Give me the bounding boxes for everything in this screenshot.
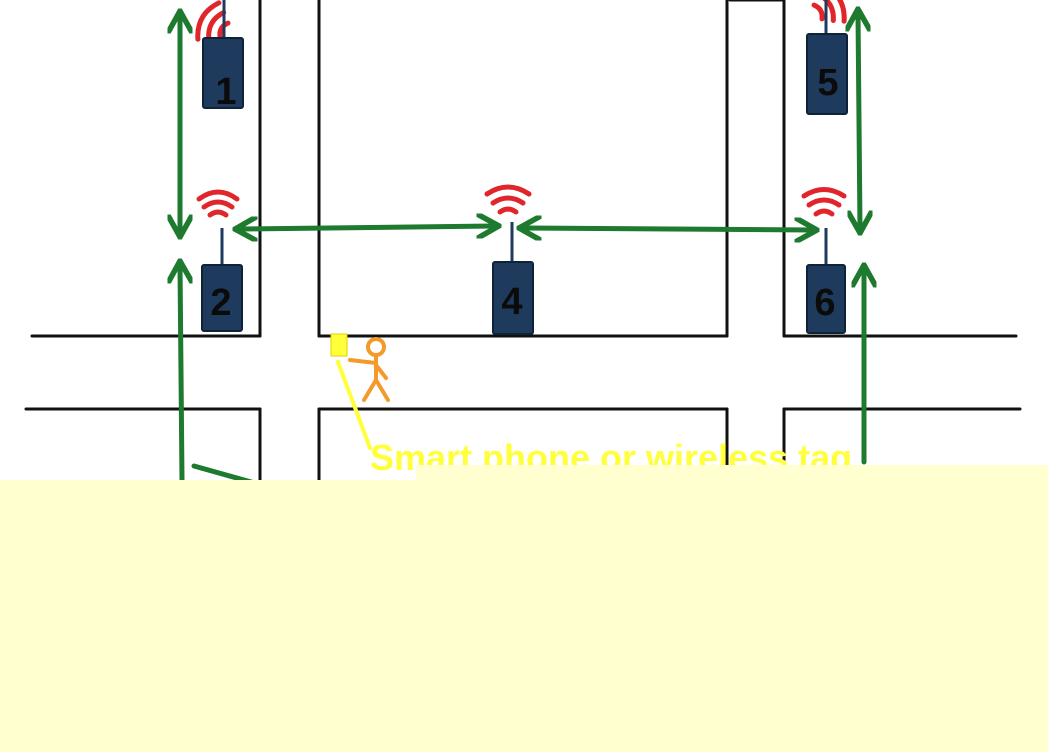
wireless-signal-icon xyxy=(195,0,231,42)
device-node-1: 1 xyxy=(202,37,244,113)
link-arrow-4-6 xyxy=(524,228,812,230)
connection-arrows xyxy=(180,14,864,487)
node-label: 1 xyxy=(215,71,236,113)
node-label: 4 xyxy=(501,281,522,323)
node-label: 2 xyxy=(210,282,231,324)
link-arrow-2-4 xyxy=(240,226,494,229)
device-node-4: 4 xyxy=(492,261,534,335)
wireless-signals xyxy=(195,0,847,218)
overlay-panel xyxy=(0,480,1048,752)
link-arrow-5-6 xyxy=(858,14,860,228)
device-node-2: 2 xyxy=(201,264,243,332)
node-label: 5 xyxy=(817,62,838,104)
device-node-6: 6 xyxy=(806,264,846,334)
wireless-signal-icon xyxy=(811,0,847,24)
phone-icon xyxy=(330,333,348,357)
pointer-line xyxy=(336,360,372,450)
device-node-5: 5 xyxy=(806,33,848,115)
wireless-signal-icon xyxy=(196,189,240,218)
street-map xyxy=(24,0,1022,482)
wireless-signal-icon xyxy=(801,187,847,217)
wireless-signal-icon xyxy=(484,184,532,215)
person-with-phone-icon xyxy=(330,333,390,450)
node-label: 6 xyxy=(814,282,835,324)
incoming-arrow-2 xyxy=(180,266,182,483)
